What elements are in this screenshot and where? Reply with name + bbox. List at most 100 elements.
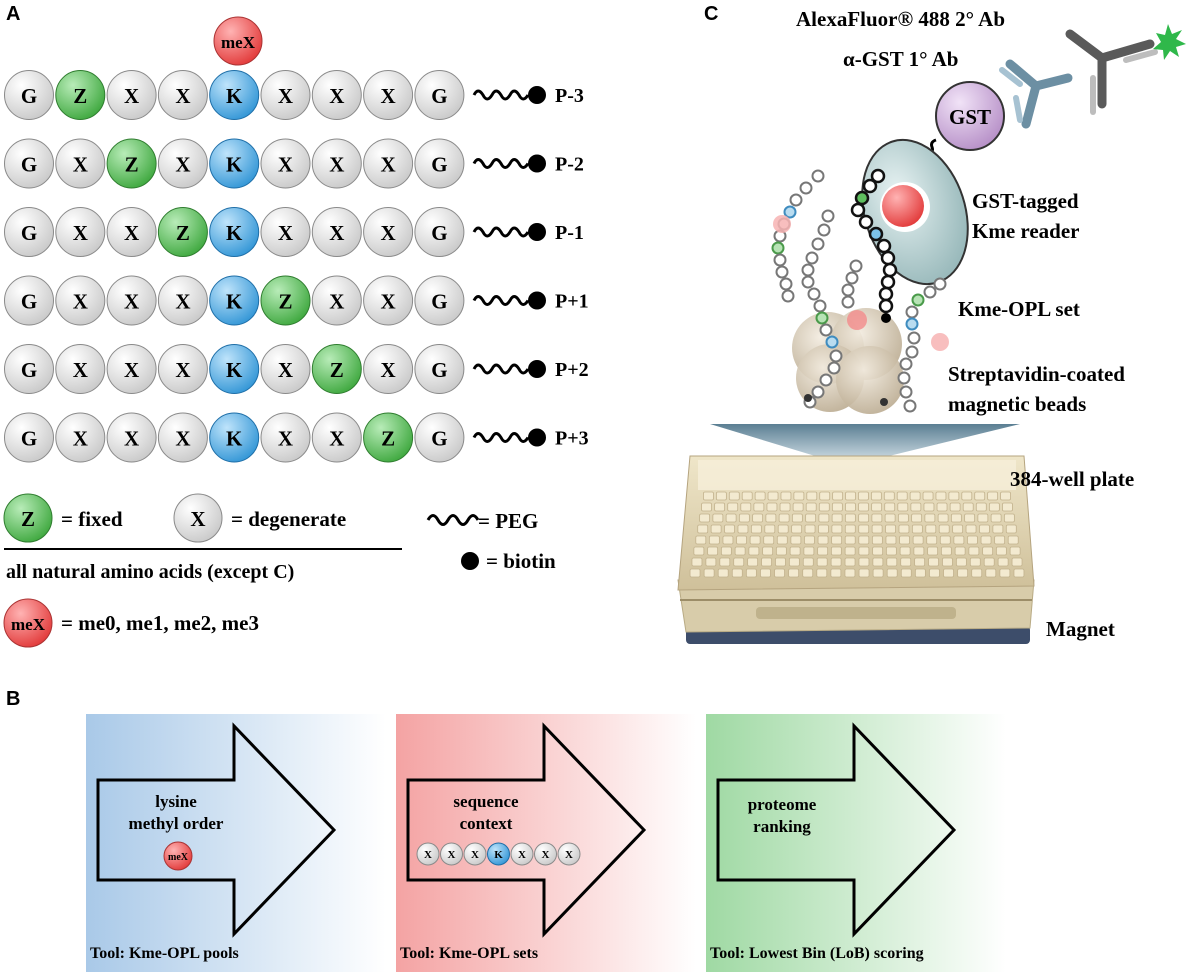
plate-well [994, 535, 1006, 545]
chain-residue [862, 178, 878, 194]
residue-letter: K [226, 290, 243, 314]
plate-well [912, 535, 924, 545]
residue-letter: X [73, 358, 88, 382]
plate-well [728, 491, 740, 501]
residue-bead [209, 138, 260, 189]
plate-well [761, 557, 772, 567]
plate-well [731, 568, 743, 578]
chain-residue [805, 251, 819, 265]
plate-well [724, 524, 735, 534]
residue-letter: X [381, 221, 396, 245]
plate-well [929, 568, 940, 578]
plate-well [844, 546, 856, 556]
chain-residue [878, 298, 894, 314]
plate-well [937, 513, 949, 523]
plate-well [871, 535, 883, 545]
beads-label-line1: Streptavidin-coated [948, 362, 1125, 386]
plate-well [805, 513, 817, 523]
plate-well [844, 513, 856, 523]
opl-set-label: Kme-OPL set [958, 297, 1080, 321]
plate-well [749, 535, 761, 545]
residue-bead [260, 275, 311, 326]
chain-residue [854, 190, 870, 206]
plate-well [719, 557, 731, 567]
plate-well [979, 524, 990, 534]
residue-bead [106, 138, 157, 189]
position-label: P+1 [555, 291, 589, 313]
plate-well [1002, 502, 1013, 512]
plate-well [802, 557, 814, 567]
plate-well [780, 491, 792, 501]
plate-well [982, 546, 994, 556]
plate-well [748, 546, 760, 556]
plate-well [885, 524, 896, 534]
chain-residue [876, 238, 892, 254]
primary-antibody-label: α-GST 1° Ab [843, 47, 958, 71]
step-1-arrow [96, 722, 337, 938]
residue-letter: K [226, 84, 243, 108]
biotin-dot [528, 223, 546, 241]
chain-residue [779, 277, 793, 291]
residue-bead [260, 344, 311, 394]
plate-well [766, 502, 778, 512]
plate-well [1000, 491, 1011, 501]
step-3-title-line1: proteome [748, 795, 817, 814]
chain-residue [911, 293, 925, 307]
plate-well [961, 491, 973, 501]
plate-well [760, 568, 771, 578]
plate-well [1003, 513, 1015, 523]
legend-peg-text: = PEG [478, 509, 538, 533]
plate-well [942, 557, 953, 567]
plate-wells [689, 491, 1025, 578]
legend-peg-icon [426, 514, 480, 526]
biotin-dot [528, 291, 546, 310]
plate-well [703, 568, 715, 578]
plate-well [725, 513, 737, 523]
peptide-chain [841, 259, 863, 309]
chain-residue [773, 253, 787, 267]
well-plate-icon [677, 455, 1035, 644]
residue-letter: X [381, 358, 396, 382]
chain-residue [783, 205, 797, 219]
plate-well [899, 535, 910, 545]
plate-well [858, 546, 870, 556]
chain-residue [841, 283, 855, 297]
chain-residue [781, 289, 795, 303]
plate-well [957, 568, 969, 578]
peptide-chain [801, 209, 843, 409]
step-1-title-line2: methyl order [129, 814, 224, 833]
plate-well [762, 546, 774, 556]
legend-fixed-bead [3, 493, 53, 543]
chain-residue [819, 373, 833, 387]
legend-mex-symbol: meX [11, 615, 46, 634]
residue-letter: Z [278, 290, 292, 314]
chain-residue [903, 399, 917, 413]
residue-letter: K [226, 358, 243, 382]
chain-residue [899, 357, 913, 371]
plate-well [952, 524, 964, 534]
residue-letter: X [329, 153, 344, 177]
chain-residue [825, 335, 839, 349]
legend-mex-bead [3, 598, 53, 648]
chain-residue [827, 361, 841, 375]
residue-letter: G [21, 84, 37, 108]
plate-well [871, 524, 883, 534]
plate-well [775, 546, 787, 556]
residue-letter: G [21, 427, 37, 451]
residue-letter: G [21, 290, 37, 314]
plate-well [967, 535, 978, 545]
plate-well [792, 502, 804, 512]
mini-residue-bead [487, 842, 510, 866]
residue-bead [55, 275, 106, 326]
plate-well [999, 568, 1011, 578]
step-3-tool: Tool: Lowest Bin (LoB) scoring [710, 945, 924, 962]
plate-well [832, 491, 844, 501]
plate-well [763, 535, 775, 545]
plate-well [701, 502, 712, 512]
step-1-mex-icon [163, 841, 193, 871]
step-2-tool: Tool: Kme-OPL sets [400, 945, 538, 962]
plate-well [995, 546, 1007, 556]
